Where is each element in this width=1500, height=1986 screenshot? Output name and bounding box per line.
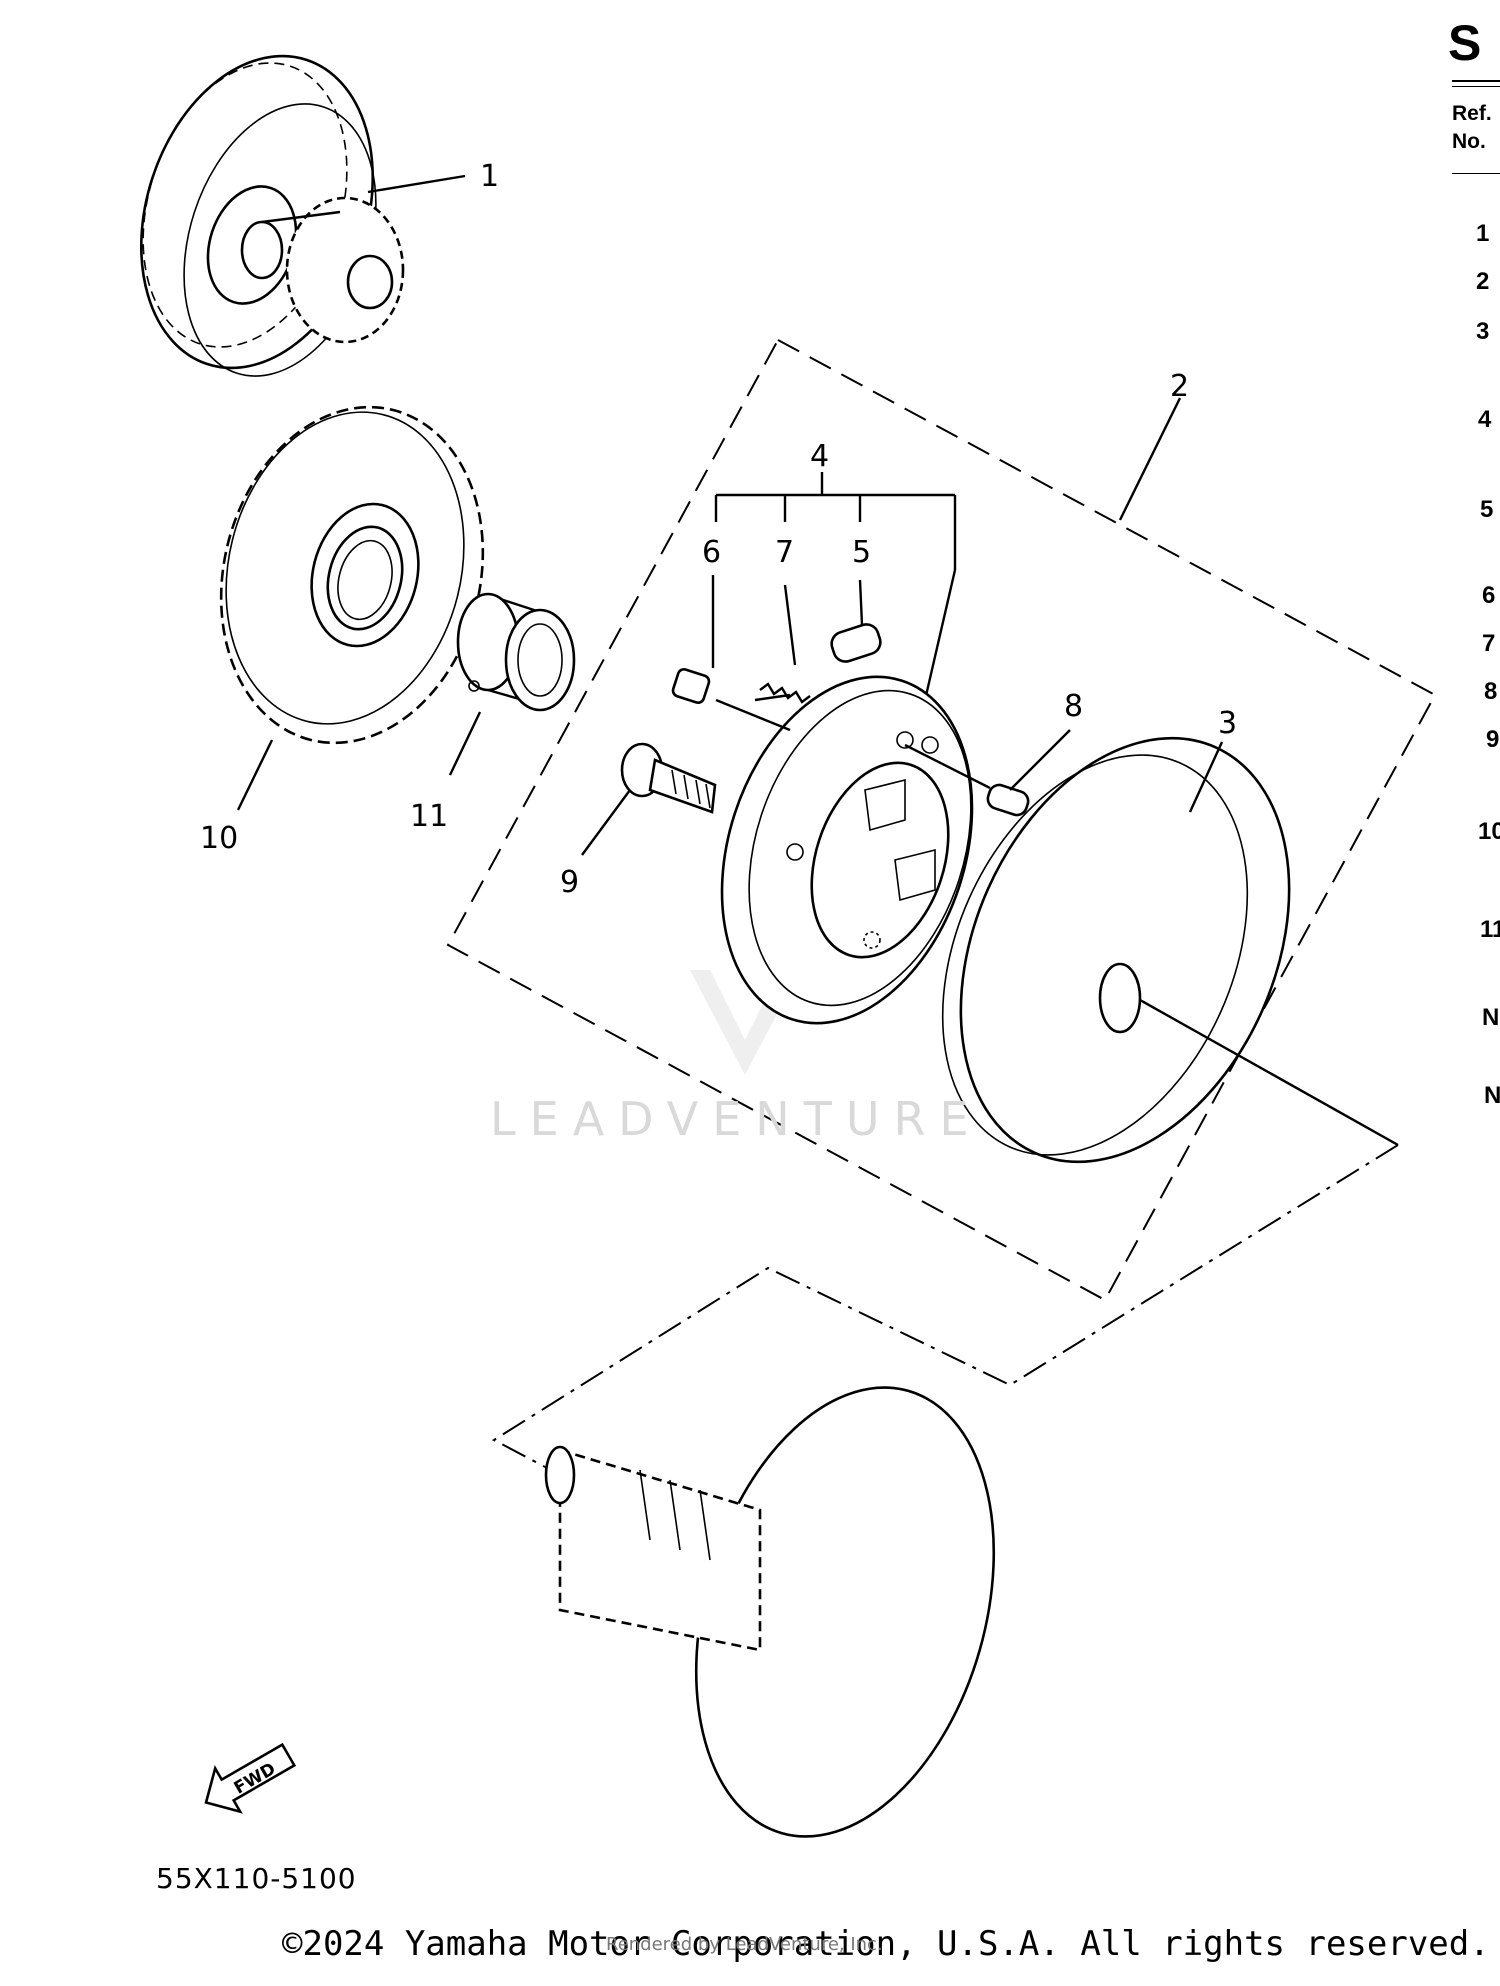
part-6-roller	[671, 668, 791, 732]
title-rule	[1452, 80, 1500, 82]
ref-row: 11	[1480, 916, 1500, 943]
part-7-spring	[754, 682, 811, 704]
ref-row: 3	[1476, 318, 1490, 345]
ref-row: 6	[1482, 582, 1496, 609]
ref-row: 7	[1482, 630, 1496, 657]
watermark-text: LEADVENTURE	[490, 1092, 983, 1146]
ref-row: N	[1482, 1004, 1500, 1031]
part-5-plunger	[830, 623, 882, 663]
ref-row: N	[1484, 1082, 1500, 1109]
part-8-pin	[904, 743, 1030, 817]
leader-lines	[236, 174, 1224, 856]
page-title: S	[1448, 15, 1482, 71]
ref-no-header: Ref. No.	[1452, 100, 1492, 156]
fwd-arrow-icon: FWD	[204, 1742, 297, 1814]
ref-row: 4	[1478, 406, 1492, 433]
part-3-wheel	[941, 736, 1399, 1164]
callout-3: 3	[1218, 706, 1237, 741]
ref-row: 5	[1480, 496, 1494, 523]
copyright-notice: ©2024 Yamaha Motor Corporation, U.S.A. A…	[282, 1924, 1490, 1964]
callout-9: 9	[560, 865, 579, 900]
callout-6: 6	[702, 535, 721, 570]
ref-label: Ref.	[1452, 102, 1492, 125]
assembly-outline	[446, 338, 1437, 1302]
header-rule	[1452, 173, 1500, 174]
title-rule-thin	[1452, 86, 1500, 87]
callout-4: 4	[810, 439, 829, 474]
callout-1: 1	[480, 159, 499, 194]
ref-row: 1	[1476, 220, 1490, 247]
callout-2: 2	[1170, 369, 1189, 404]
part-10-gear	[219, 405, 485, 745]
no-label: No.	[1452, 130, 1486, 153]
part-1-idle-gear	[139, 54, 405, 377]
ref-row: 8	[1484, 678, 1498, 705]
callout-10: 10	[200, 821, 238, 856]
ref-row: 9	[1486, 726, 1500, 753]
crankshaft	[544, 1386, 996, 1838]
rendered-by-note: Rendered by LeadVenture, Inc.	[606, 1934, 883, 1955]
part-2-starter-clutch	[720, 675, 974, 1025]
callout-8: 8	[1064, 689, 1083, 724]
ref-row: 2	[1476, 268, 1490, 295]
part-11-bushing	[456, 592, 576, 712]
ref-row: 10	[1478, 818, 1500, 845]
part-9-bolt	[620, 742, 717, 814]
callout-7: 7	[775, 535, 794, 570]
group-4-bracket	[714, 472, 957, 701]
callout-5: 5	[852, 535, 871, 570]
drawing-code: 55X110-5100	[156, 1862, 357, 1895]
callout-11: 11	[410, 799, 448, 834]
